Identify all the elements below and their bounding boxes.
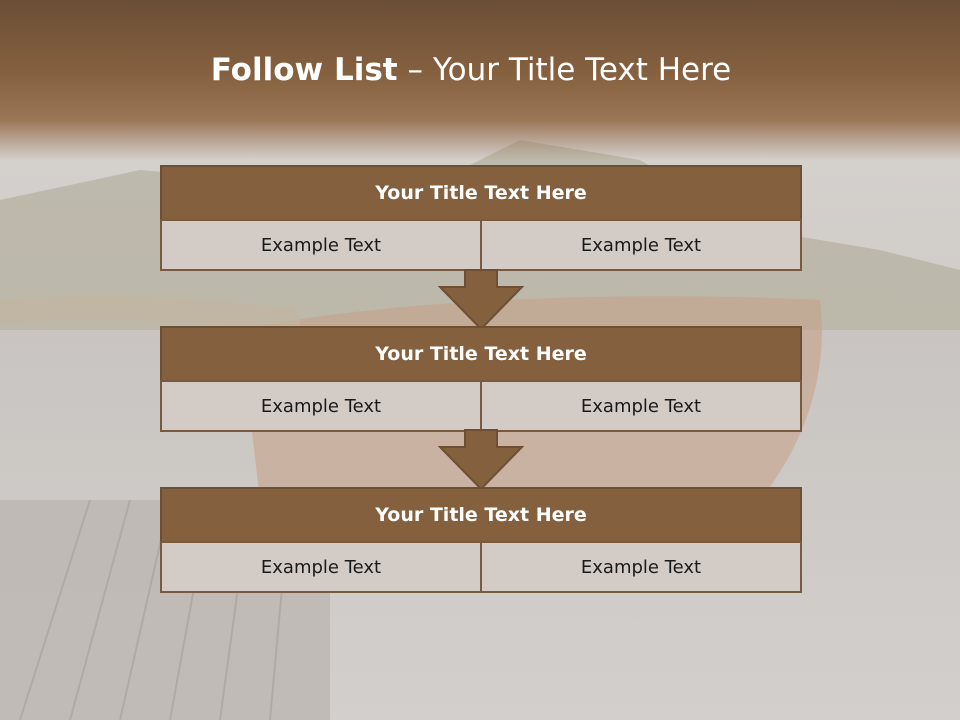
header-band <box>0 0 960 160</box>
block-cell-left: Example Text <box>160 219 482 271</box>
rope <box>0 295 300 330</box>
slide-title-strong: Follow List <box>210 52 398 88</box>
block-title: Your Title Text Here <box>160 165 802 221</box>
list-block-2: Your Title Text Here Example Text Exampl… <box>160 326 802 432</box>
slide-title: Follow List – Your Title Text Here <box>0 52 942 88</box>
block-cell-left: Example Text <box>160 380 482 432</box>
slide-title-rest: – Your Title Text Here <box>397 52 732 88</box>
block-row: Example Text Example Text <box>160 541 802 593</box>
block-row: Example Text Example Text <box>160 380 802 432</box>
down-arrow-icon <box>438 269 524 331</box>
block-cell-right: Example Text <box>480 380 802 432</box>
block-cell-right: Example Text <box>480 541 802 593</box>
block-cell-right: Example Text <box>480 219 802 271</box>
down-arrow-icon <box>438 429 524 491</box>
block-cell-left: Example Text <box>160 541 482 593</box>
block-row: Example Text Example Text <box>160 219 802 271</box>
block-title: Your Title Text Here <box>160 487 802 543</box>
list-block-3: Your Title Text Here Example Text Exampl… <box>160 487 802 593</box>
block-title: Your Title Text Here <box>160 326 802 382</box>
list-block-1: Your Title Text Here Example Text Exampl… <box>160 165 802 271</box>
